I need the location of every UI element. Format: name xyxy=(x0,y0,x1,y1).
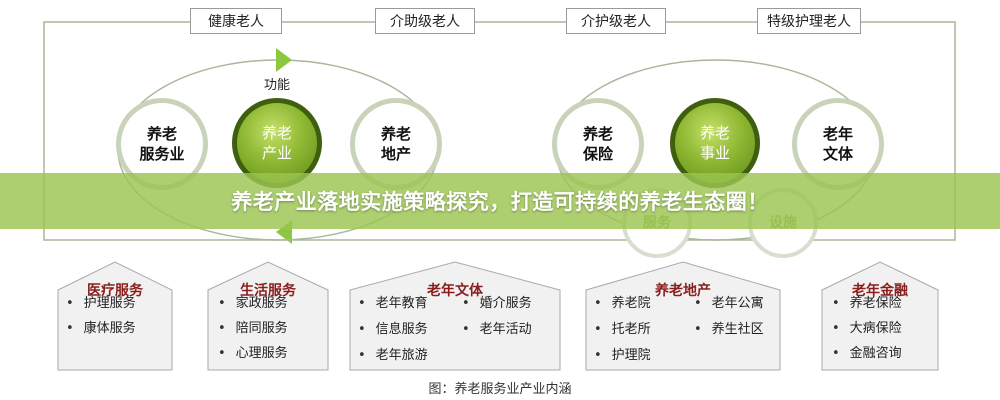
function-label: 功能 xyxy=(264,78,291,93)
list-item: 心理服务 xyxy=(218,342,288,361)
list-item: 金融咨询 xyxy=(832,342,902,361)
box-elderly-finance: 老年金融 养老保险 大病保险 金融咨询 xyxy=(822,262,938,370)
list-item: 婚介服务 xyxy=(462,292,532,311)
list-item: 养老院 xyxy=(594,292,651,311)
box-elderly-culture: 老年文体 老年教育 婚介服务 信息服务 老年活动 老年旅游 xyxy=(350,262,560,370)
list-item: 康体服务 xyxy=(66,317,136,336)
figure-caption: 图：养老服务业产业内涵 xyxy=(428,382,572,397)
list-item: 老年教育 xyxy=(358,292,428,311)
list-item: 大病保险 xyxy=(832,317,902,336)
tag-special-care-elderly: 特级护理老人 xyxy=(757,8,861,34)
list-item: 养老保险 xyxy=(832,292,902,311)
headline-banner: 养老产业落地实施策略探究，打造可持续的养老生态圈！ xyxy=(0,173,1000,229)
tag-healthy-elderly: 健康老人 xyxy=(190,8,282,34)
list-item: 家政服务 xyxy=(218,292,288,311)
list-item: 老年活动 xyxy=(462,318,532,337)
list-item: 信息服务 xyxy=(358,318,428,337)
arrow-top-icon xyxy=(276,48,292,72)
list-item: 老年公寓 xyxy=(694,292,764,311)
tag-assisted-elderly: 介助级老人 xyxy=(375,8,475,34)
list-item: 陪同服务 xyxy=(218,317,288,336)
list-item: 托老所 xyxy=(594,318,651,337)
tag-care-elderly: 介护级老人 xyxy=(566,8,666,34)
list-item: 护理院 xyxy=(594,344,651,363)
box-medical-service: 医疗服务 护理服务 康体服务 xyxy=(58,262,172,370)
list-item: 老年旅游 xyxy=(358,344,428,363)
box-life-service: 生活服务 家政服务 陪同服务 心理服务 xyxy=(208,262,328,370)
list-item: 养生社区 xyxy=(694,318,764,337)
box-elderly-real-estate: 养老地产 养老院 老年公寓 托老所 养生社区 护理院 xyxy=(586,262,780,370)
list-item: 护理服务 xyxy=(66,292,136,311)
